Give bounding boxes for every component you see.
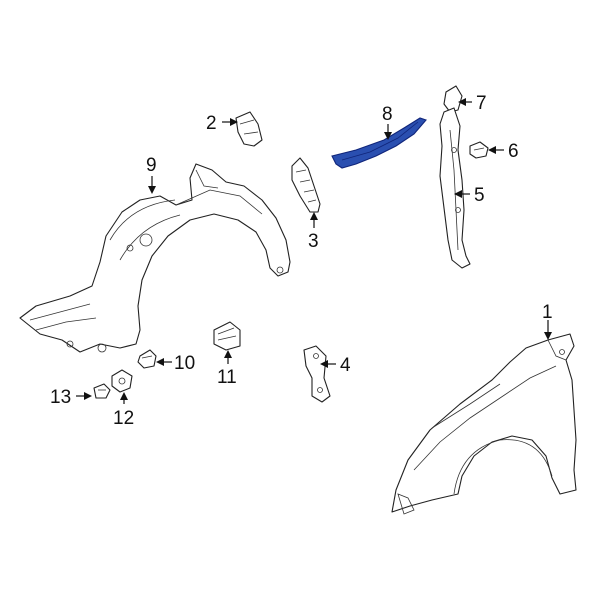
part-7-clip[interactable] bbox=[443, 85, 463, 113]
callout-leaders bbox=[76, 98, 552, 404]
part-2-bracket[interactable] bbox=[235, 111, 263, 147]
callout-12: 12 bbox=[113, 408, 134, 429]
callout-labels: 1 2 3 4 5 6 7 8 9 10 11 12 13 bbox=[50, 93, 553, 429]
callout-2: 2 bbox=[206, 113, 217, 134]
part-9-fender-liner[interactable] bbox=[19, 163, 291, 353]
callout-8: 8 bbox=[382, 104, 393, 125]
callout-7: 7 bbox=[476, 93, 487, 114]
part-6-push-clip[interactable] bbox=[469, 141, 489, 159]
part-10-clip[interactable] bbox=[137, 349, 157, 369]
part-5-long-bracket[interactable] bbox=[439, 107, 471, 269]
callout-11: 11 bbox=[217, 367, 237, 388]
part-12-nut[interactable] bbox=[111, 369, 133, 393]
callout-13: 13 bbox=[50, 387, 71, 408]
callout-10: 10 bbox=[174, 353, 195, 374]
callout-6: 6 bbox=[508, 141, 519, 162]
part-8-highlighted-bracket[interactable] bbox=[331, 117, 427, 169]
callout-5: 5 bbox=[474, 185, 485, 206]
part-11-grommet[interactable] bbox=[213, 321, 241, 351]
callout-4: 4 bbox=[340, 355, 351, 376]
part-13-screw[interactable] bbox=[93, 383, 111, 399]
callout-1: 1 bbox=[542, 302, 553, 323]
callout-3: 3 bbox=[308, 231, 319, 252]
part-3-seal[interactable] bbox=[291, 157, 321, 213]
callout-9: 9 bbox=[146, 155, 157, 176]
part-1-fender[interactable] bbox=[391, 333, 577, 515]
part-4-support-bracket[interactable] bbox=[303, 345, 331, 403]
